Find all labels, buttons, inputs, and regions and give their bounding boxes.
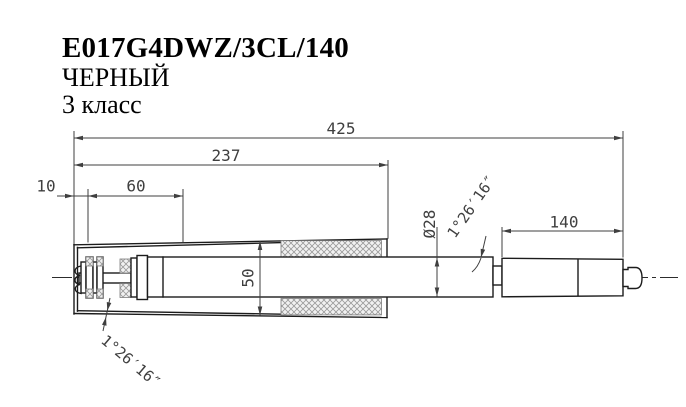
angle-label-lower: 1°26′16″ [97, 331, 164, 391]
activation-pin-assembly [74, 256, 132, 299]
angle-label-upper: 1°26′16″ [444, 172, 500, 242]
seal-hatch-top [119, 258, 132, 274]
dim-column-length: 237 [212, 146, 241, 165]
release-button [622, 266, 643, 290]
gas-cartridge [130, 254, 503, 301]
color-label: ЧЕРНЫЙ [62, 63, 170, 92]
dim-upper-taper-length: 140 [550, 213, 579, 232]
bumper-hatch-bottom [280, 298, 382, 316]
dimension-arrows [65, 135, 623, 326]
dim-column-diameter: 50 [239, 268, 258, 287]
dim-cartridge-diameter: Ø28 [420, 210, 439, 239]
retaining-clip [74, 265, 82, 295]
title-block: E017G4DWZ/3CL/140 ЧЕРНЫЙ 3 класс [62, 32, 349, 118]
piston-rod [501, 257, 643, 298]
seal-hatch-bottom [119, 283, 132, 298]
model-number: E017G4DWZ/3CL/140 [62, 32, 349, 64]
dim-left-offset: 10 [36, 177, 55, 196]
class-label: 3 класс [62, 90, 142, 119]
dim-total-length: 425 [327, 119, 356, 138]
dim-guide-length: 60 [126, 177, 145, 196]
rod-neck [492, 265, 503, 286]
bumper-hatch-top [280, 240, 382, 258]
gas-lift-column [73, 238, 388, 319]
extension-lines [73, 131, 624, 258]
